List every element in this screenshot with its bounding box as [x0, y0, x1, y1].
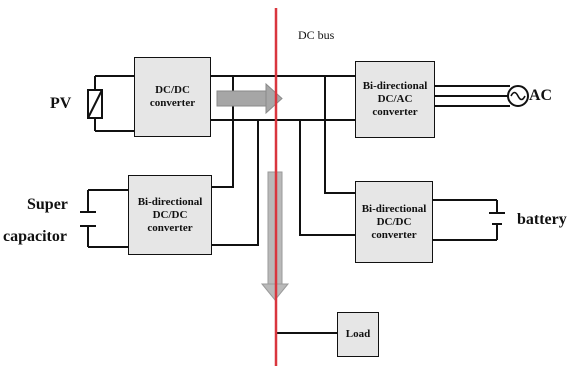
load-label: Load: [345, 328, 371, 340]
ac-source-icon: [507, 85, 529, 107]
pv-dcdc-converter-block: DC/DC converter: [134, 57, 211, 137]
ac-converter-label: Bi-directional DC/AC converter: [362, 80, 428, 118]
sc-converter-label: Bi-directional DC/DC converter: [137, 195, 203, 234]
pv-label: PV: [50, 95, 72, 112]
battery-converter-block: Bi-directional DC/DC converter: [355, 181, 433, 263]
power-flow-arrow-right: [216, 82, 283, 115]
super-capacitor-label-line1: Super: [27, 196, 68, 213]
pv-converter-label: DC/DC converter: [149, 84, 196, 109]
battery-symbol: [433, 199, 505, 241]
super-capacitor-label-line2: capacitor: [3, 228, 67, 245]
sc-converter-block: Bi-directional DC/DC converter: [128, 175, 212, 255]
ac-converter-block: Bi-directional DC/AC converter: [355, 61, 435, 138]
pv-converter-wires: [211, 75, 355, 121]
ac-output-wires: [435, 85, 510, 107]
sc-converter-wires: [212, 76, 259, 246]
battery-converter-label: Bi-directional DC/DC converter: [361, 202, 427, 241]
battery-converter-wires: [299, 76, 355, 236]
battery-label: battery: [517, 211, 567, 228]
load-block: Load: [337, 312, 379, 357]
dc-bus-label: DC bus: [298, 28, 335, 42]
pv-source-symbol: [87, 75, 134, 132]
ac-label: AC: [529, 87, 553, 104]
super-capacitor-symbol: [80, 189, 128, 248]
